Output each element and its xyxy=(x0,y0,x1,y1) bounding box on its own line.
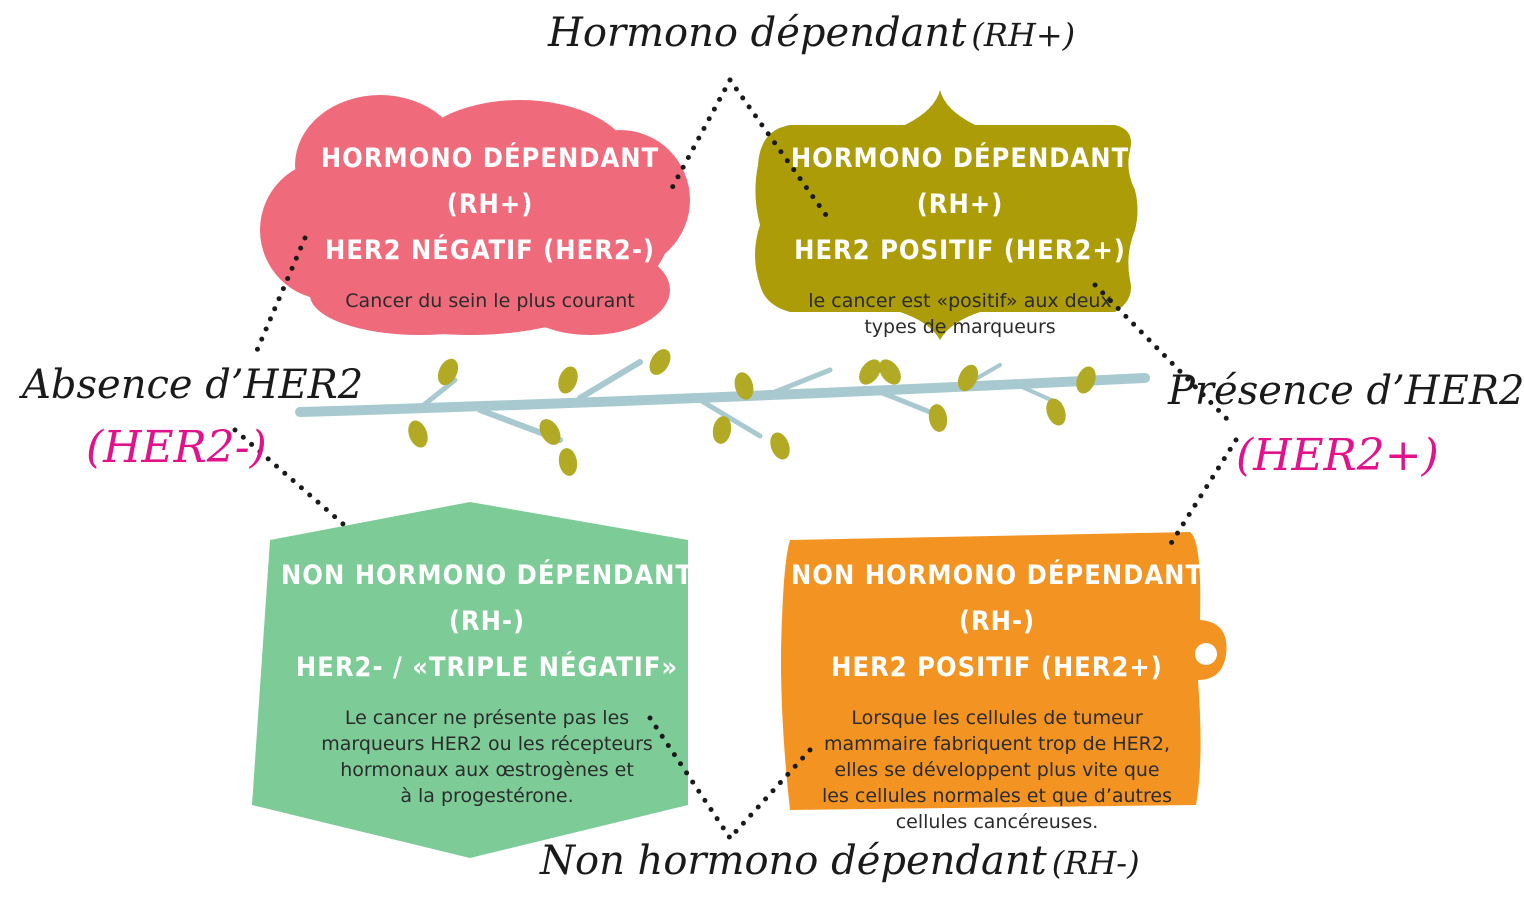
quadrant-title: HER2 négatif (HER2-) xyxy=(324,235,656,266)
description-line: Lorsque les cellules de tumeur xyxy=(851,707,1143,729)
description-line: à la progestérone. xyxy=(400,785,574,807)
quadrant-title: Hormono dépendant (RH+) xyxy=(320,143,660,220)
description-line: hormonaux aux œstrogènes et xyxy=(340,759,634,781)
her2-negative-tag: (HER2-) xyxy=(86,422,267,473)
shield-shape xyxy=(252,502,688,858)
quadrant-title: HER2 positif (HER2+) xyxy=(794,235,1126,266)
quadrant-description: le cancer est «positif» aux deux types d… xyxy=(765,288,1155,340)
description-line: types de marqueurs xyxy=(864,316,1056,338)
cloud-shape xyxy=(260,95,690,335)
axis-bottom-paren: (RH-) xyxy=(1051,844,1140,882)
description-line: cellules cancéreuses. xyxy=(895,811,1099,833)
quadrant-bottom-left: Non hormono dépendant (RH-) HER2- / «tri… xyxy=(262,553,712,809)
description-line: le cancer est «positif» aux deux xyxy=(808,290,1112,312)
axis-right-main: Présence d’HER2 xyxy=(1168,368,1524,414)
dotted-connectors xyxy=(232,77,1239,841)
axis-label-top: Hormono dépendant (RH+) xyxy=(548,10,1075,56)
axis-top-paren: (RH+) xyxy=(971,16,1076,54)
label-shape xyxy=(755,90,1138,340)
branch-illustration xyxy=(295,349,1150,476)
axis-left-main: Absence d’HER2 xyxy=(22,362,364,408)
quadrant-description: Cancer du sein le plus courant xyxy=(345,290,635,312)
quadrant-bottom-right: Non hormono dépendant (RH-) HER2 positif… xyxy=(772,553,1222,835)
axis-label-left: Absence d’HER2 xyxy=(22,362,363,408)
quadrant-top-right: Hormono dépendant (RH+) HER2 positif (HE… xyxy=(765,136,1155,340)
quadrant-title: HER2 positif (HER2+) xyxy=(831,652,1163,683)
diagram-canvas xyxy=(232,77,1239,858)
description-line: elles se développent plus vite que xyxy=(834,759,1160,781)
her2-positive-tag: (HER2+) xyxy=(1236,430,1439,481)
quadrant-title: Non hormono dépendant (RH-) xyxy=(280,560,694,637)
quadrant-title: HER2- / «triple négatif» xyxy=(295,652,679,683)
description-line: les cellules normales et que d’autres xyxy=(822,785,1172,807)
tag-shape xyxy=(781,532,1227,810)
description-line: marqueurs HER2 ou les récepteurs xyxy=(321,733,653,755)
quadrant-description: Le cancer ne présente pas les marqueurs … xyxy=(262,705,712,809)
quadrant-description: Lorsque les cellules de tumeur mammaire … xyxy=(772,705,1222,835)
axis-label-right: Présence d’HER2 xyxy=(1168,368,1524,414)
quadrant-top-left: Hormono dépendant (RH+) HER2 négatif (HE… xyxy=(295,136,685,314)
quadrant-title: Hormono dépendant (RH+) xyxy=(790,143,1130,220)
description-line: Le cancer ne présente pas les xyxy=(344,707,630,729)
axis-top-main: Hormono dépendant xyxy=(548,10,967,56)
axis-label-bottom: Non hormono dépendant (RH-) xyxy=(540,838,1140,884)
description-line: mammaire fabriquent trop de HER2, xyxy=(824,733,1170,755)
axis-bottom-main: Non hormono dépendant xyxy=(540,838,1047,884)
quadrant-title: Non hormono dépendant (RH-) xyxy=(790,560,1204,637)
